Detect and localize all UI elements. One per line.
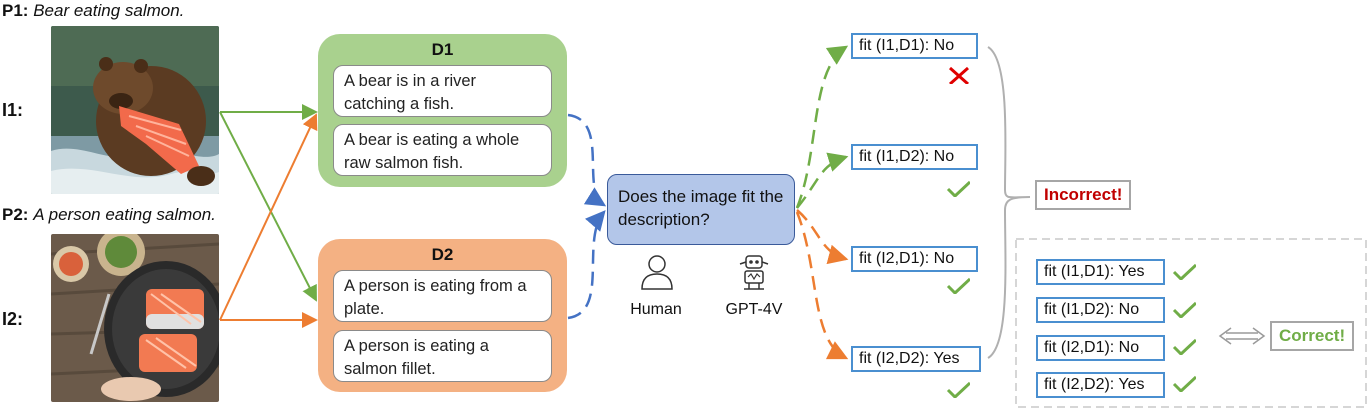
prompt-p2: P2: A person eating salmon. <box>2 205 216 225</box>
robot-icon <box>739 255 769 290</box>
check-icon <box>946 277 970 294</box>
check-icon <box>1172 375 1196 392</box>
d1-description-1: A bear is in a river catching a fish. <box>333 65 552 117</box>
human-caption: Human <box>630 301 682 318</box>
check-icon <box>1172 301 1196 318</box>
cross-icon <box>949 66 969 84</box>
correct-result-i1-d1: fit (I1,D1): Yes <box>1036 259 1165 285</box>
gpt-result-i2-d2: fit (I2,D2): Yes <box>851 346 981 372</box>
description-set-d1: D1 A bear is in a river catching a fish.… <box>318 34 567 187</box>
gpt-result-i2-d1: fit (I2,D1): No <box>851 246 978 272</box>
correct-result-i2-d2: fit (I2,D2): Yes <box>1036 372 1165 398</box>
prompt-p2-tag: P2: <box>2 205 29 224</box>
person-eating-salmon-image <box>51 234 219 402</box>
incorrect-verdict: Incorrect! <box>1035 180 1132 210</box>
check-icon <box>1172 263 1196 280</box>
d2-title: D2 <box>431 245 454 264</box>
gpt-result-i1-d1: fit (I1,D1): No <box>851 33 978 59</box>
gpt4v-caption: GPT-4V <box>725 301 783 318</box>
d1-description-2: A bear is eating a whole raw salmon fish… <box>333 124 552 176</box>
gpt-result-i1-d2: fit (I1,D2): No <box>851 144 978 170</box>
prompt-p1: P1: Bear eating salmon. <box>2 1 184 21</box>
description-set-d2: D2 A person is eating from a plate. A pe… <box>318 239 567 392</box>
correct-result-i1-d2: fit (I1,D2): No <box>1036 297 1165 323</box>
check-icon <box>946 381 970 398</box>
prompt-p1-text: Bear eating salmon. <box>33 1 185 20</box>
check-icon <box>1172 338 1196 355</box>
correct-verdict: Correct! <box>1270 321 1355 351</box>
bear-eating-salmon-image <box>51 26 219 194</box>
d1-title: D1 <box>431 40 454 59</box>
prompt-p2-text: A person eating salmon. <box>33 205 216 224</box>
human-icon <box>641 255 673 290</box>
image-i1-label: I1: <box>2 100 24 120</box>
check-icon <box>946 180 970 197</box>
d2-description-1: A person is eating from a plate. <box>333 270 552 322</box>
d2-description-2: A person is eating a salmon fillet. <box>333 330 552 382</box>
prompt-p1-tag: P1: <box>2 1 29 20</box>
question-box: Does the image fit the description? <box>607 174 795 245</box>
correct-result-i2-d1: fit (I2,D1): No <box>1036 335 1165 361</box>
image-i2-label: I2: <box>2 309 24 329</box>
